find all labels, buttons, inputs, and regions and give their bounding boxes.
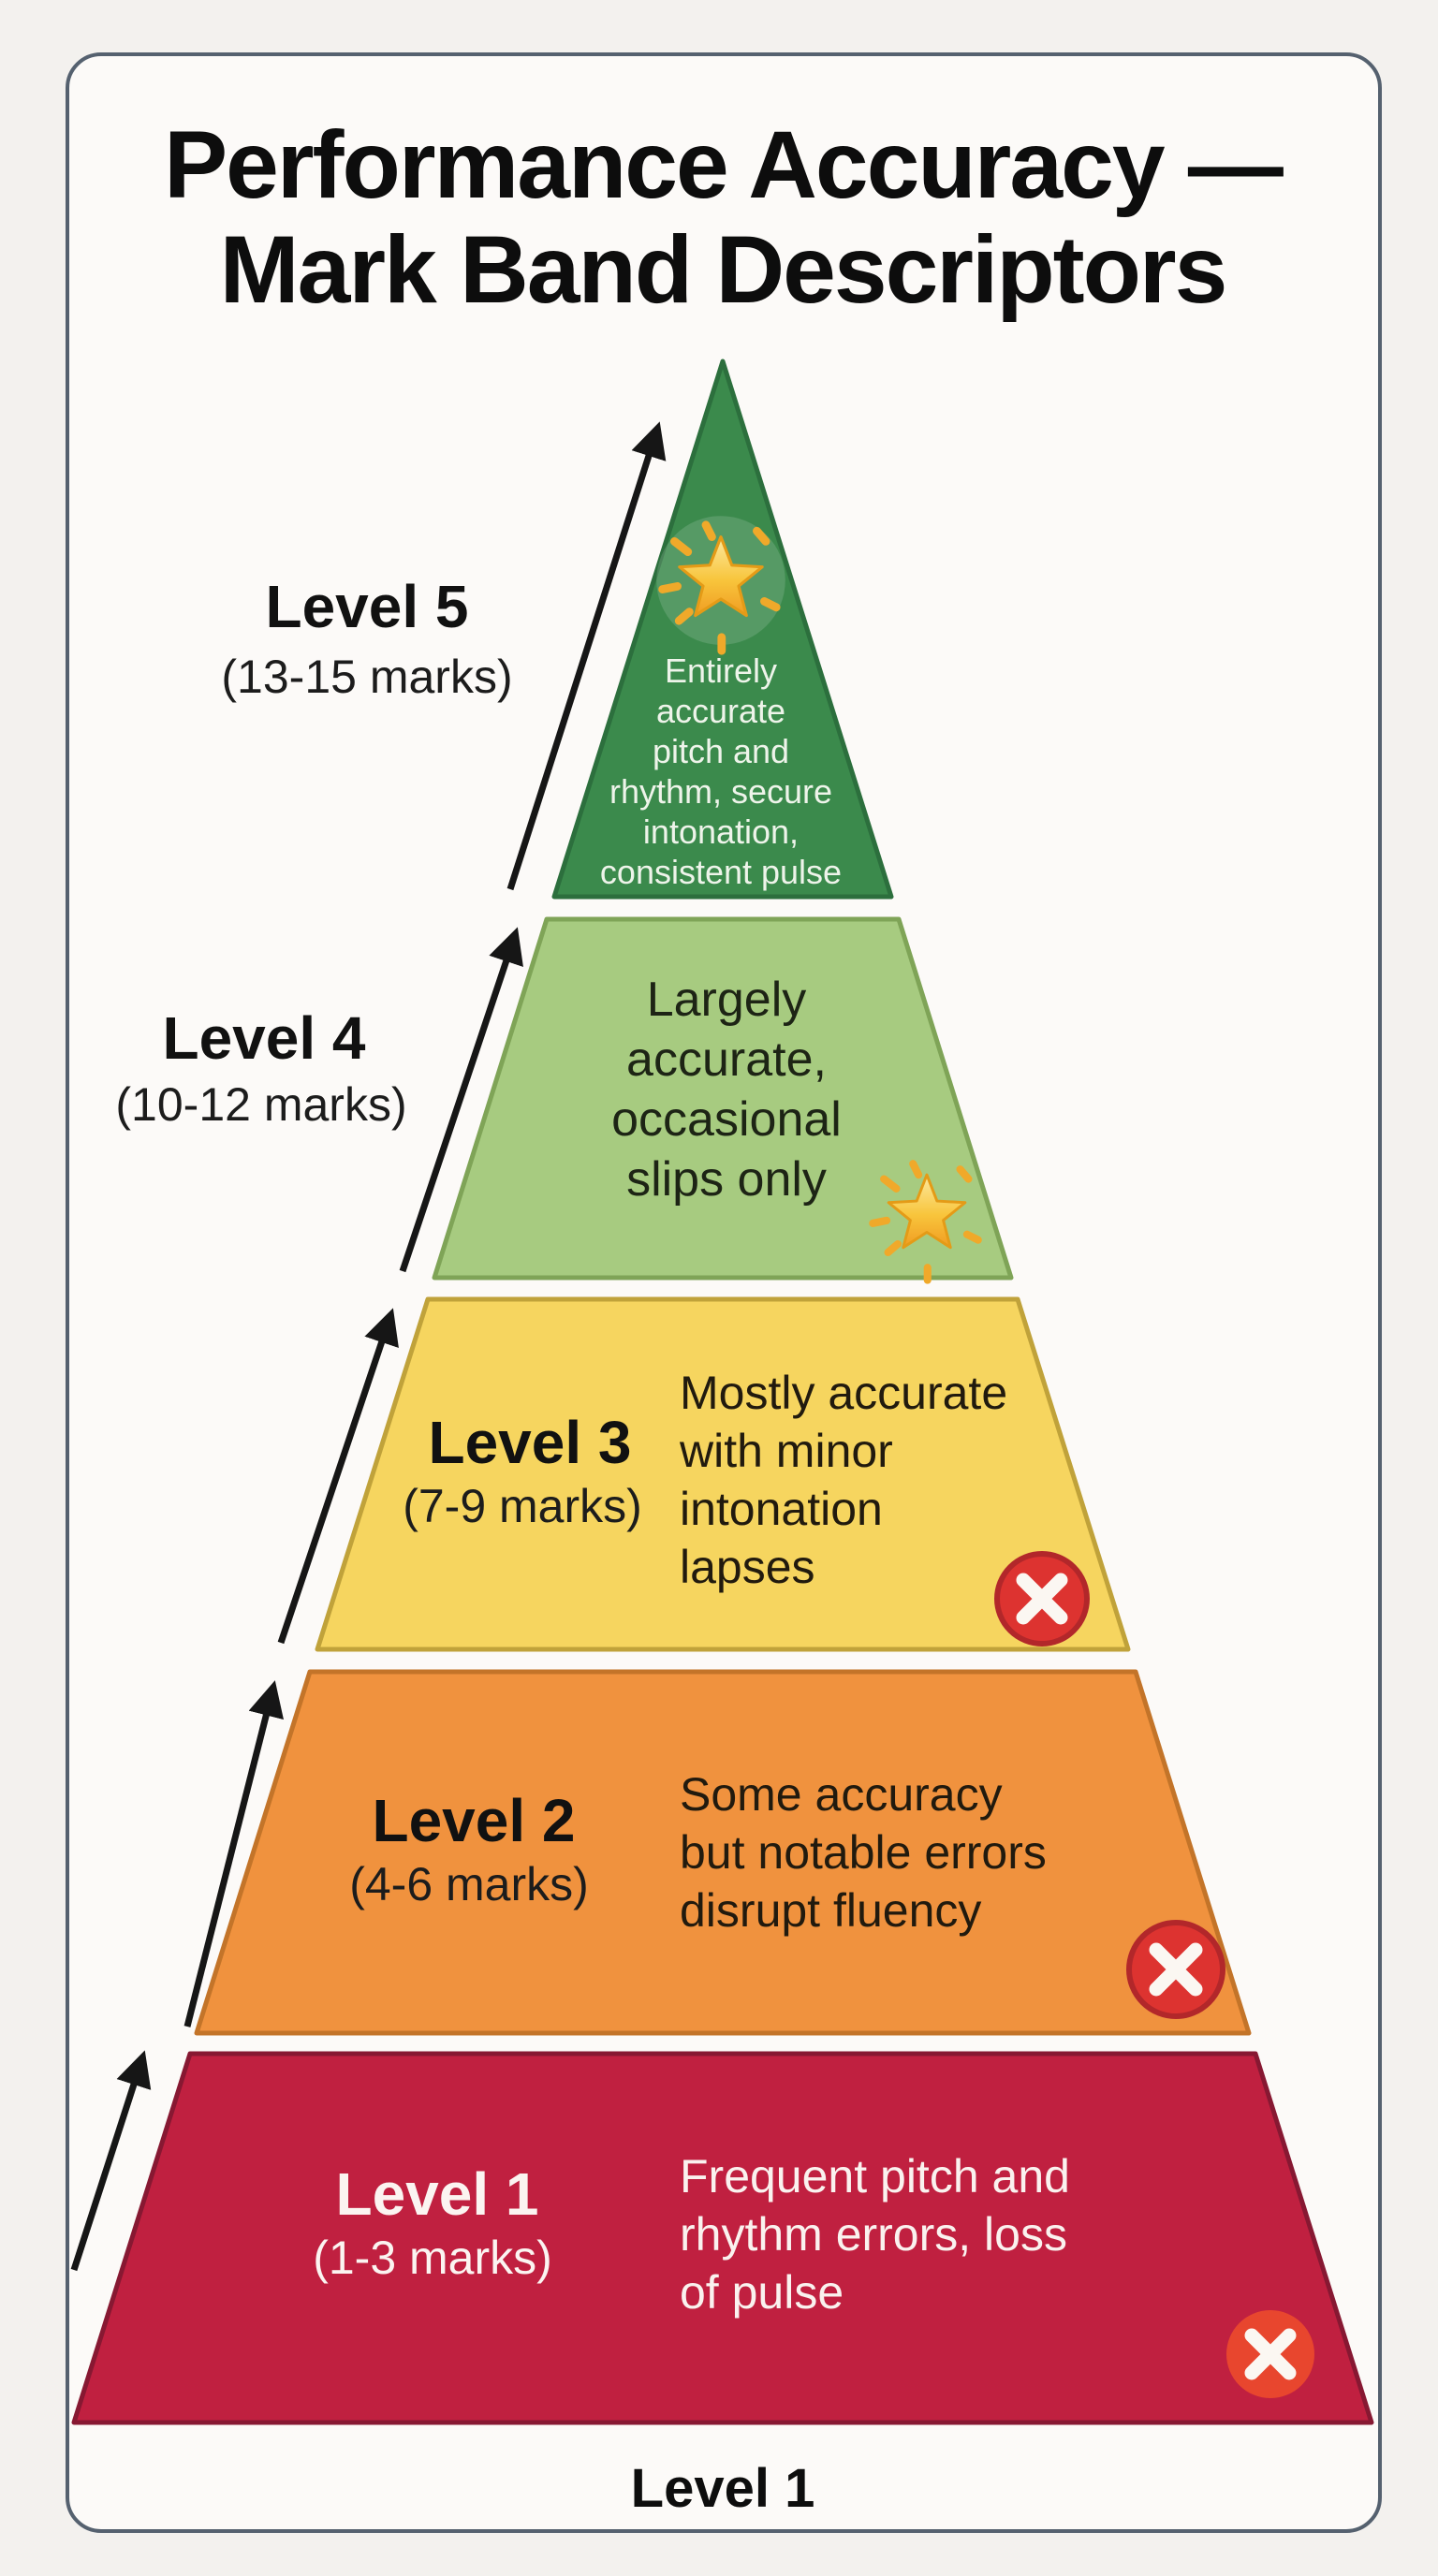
- up-arrow-3: [277, 1308, 399, 1645]
- up-arrow-2: [183, 1680, 284, 2027]
- level-3-marks: (7-9 marks): [403, 1480, 642, 1532]
- cross-mark-icon: [994, 1551, 1090, 1647]
- cross-mark-icon: [1126, 1920, 1225, 2019]
- level-1-descriptor: Frequent pitch and rhythm errors, loss o…: [680, 2150, 1070, 2319]
- band-level-1: [71, 2051, 1374, 2425]
- band-level-2: [194, 1669, 1252, 2036]
- level-4-label: Level 4: [162, 1004, 366, 1072]
- level-5-label: Level 5: [265, 573, 469, 640]
- level-4-marks: (10-12 marks): [115, 1078, 407, 1131]
- level-5-descriptor: Entirely accurate pitch and rhythm, secu…: [599, 651, 843, 891]
- level-4-descriptor: Largely accurate, occasional slips only: [611, 973, 842, 1207]
- title-line-2: Mark Band Descriptors: [219, 216, 1228, 323]
- level-2-descriptor: Some accuracy but notable errors disrupt…: [680, 1768, 1047, 1937]
- band-level-4: [432, 916, 1014, 1281]
- band-level-3: [315, 1296, 1131, 1652]
- glowing-star-icon: [656, 516, 785, 655]
- up-arrow-5: [506, 421, 667, 891]
- level-2-marks: (4-6 marks): [349, 1858, 589, 1910]
- up-arrow-4: [399, 927, 523, 1273]
- cross-mark-icon: [1226, 2310, 1314, 2398]
- footer-level-label: Level 1: [630, 2458, 815, 2519]
- page-title: Performance Accuracy — Mark Band Descrip…: [164, 111, 1284, 323]
- level-1-label: Level 1: [335, 2160, 539, 2228]
- glowing-star-icon: [869, 1160, 982, 1284]
- title-line-1: Performance Accuracy —: [164, 111, 1284, 218]
- level-3-label: Level 3: [428, 1409, 632, 1476]
- level-1-marks: (1-3 marks): [313, 2232, 552, 2284]
- up-arrow-1: [70, 2050, 152, 2272]
- level-2-label: Level 2: [372, 1787, 576, 1854]
- level-3-descriptor: Mostly accurate with minor intonation la…: [680, 1367, 1008, 1593]
- band-level-5: [551, 359, 894, 900]
- level-5-marks: (13-15 marks): [221, 651, 513, 703]
